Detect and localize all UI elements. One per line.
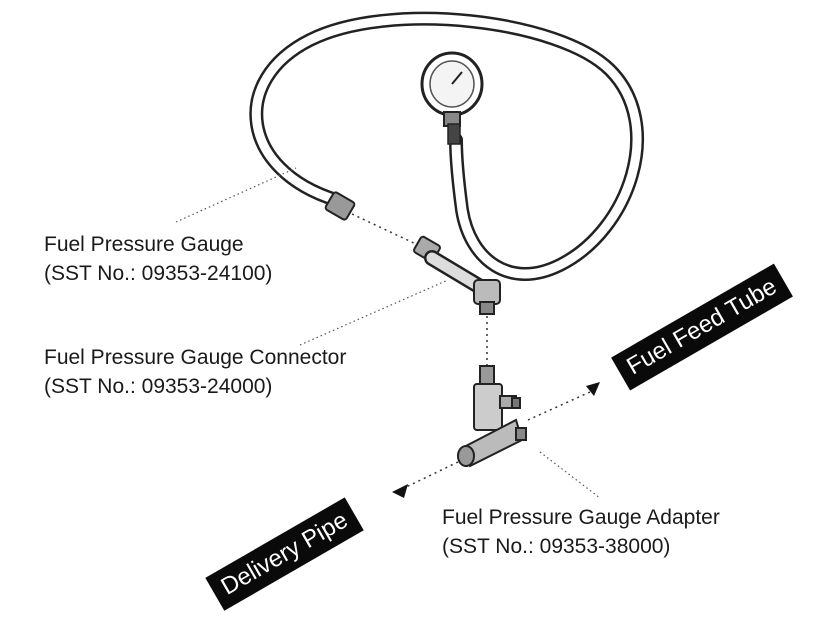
feed-tube-arrow	[527, 382, 600, 421]
pressure-gauge	[420, 51, 484, 145]
hose-end-nut	[324, 191, 356, 221]
gauge-connector	[413, 235, 501, 315]
gauge-name: Fuel Pressure Gauge	[44, 233, 244, 256]
connector-name: Fuel Pressure Gauge Connector	[44, 346, 347, 369]
gauge-sst-number: (SST No.: 09353-24100)	[44, 262, 273, 285]
leader-lines	[175, 167, 601, 499]
delivery-pipe-arrow	[392, 461, 459, 498]
gauge-label: Fuel Pressure Gauge (SST No.: 09353-2410…	[44, 230, 272, 288]
adapter-label: Fuel Pressure Gauge Adapter (SST No.: 09…	[442, 503, 720, 561]
gauge-hose	[249, 11, 645, 281]
adapter-sst-number: (SST No.: 09353-38000)	[442, 535, 671, 558]
adapter-name: Fuel Pressure Gauge Adapter	[442, 506, 720, 529]
connector-label: Fuel Pressure Gauge Connector (SST No.: …	[44, 343, 346, 401]
gauge-adapter	[457, 365, 527, 468]
connector-sst-number: (SST No.: 09353-24000)	[44, 375, 273, 398]
assembly-line-1	[351, 213, 419, 246]
